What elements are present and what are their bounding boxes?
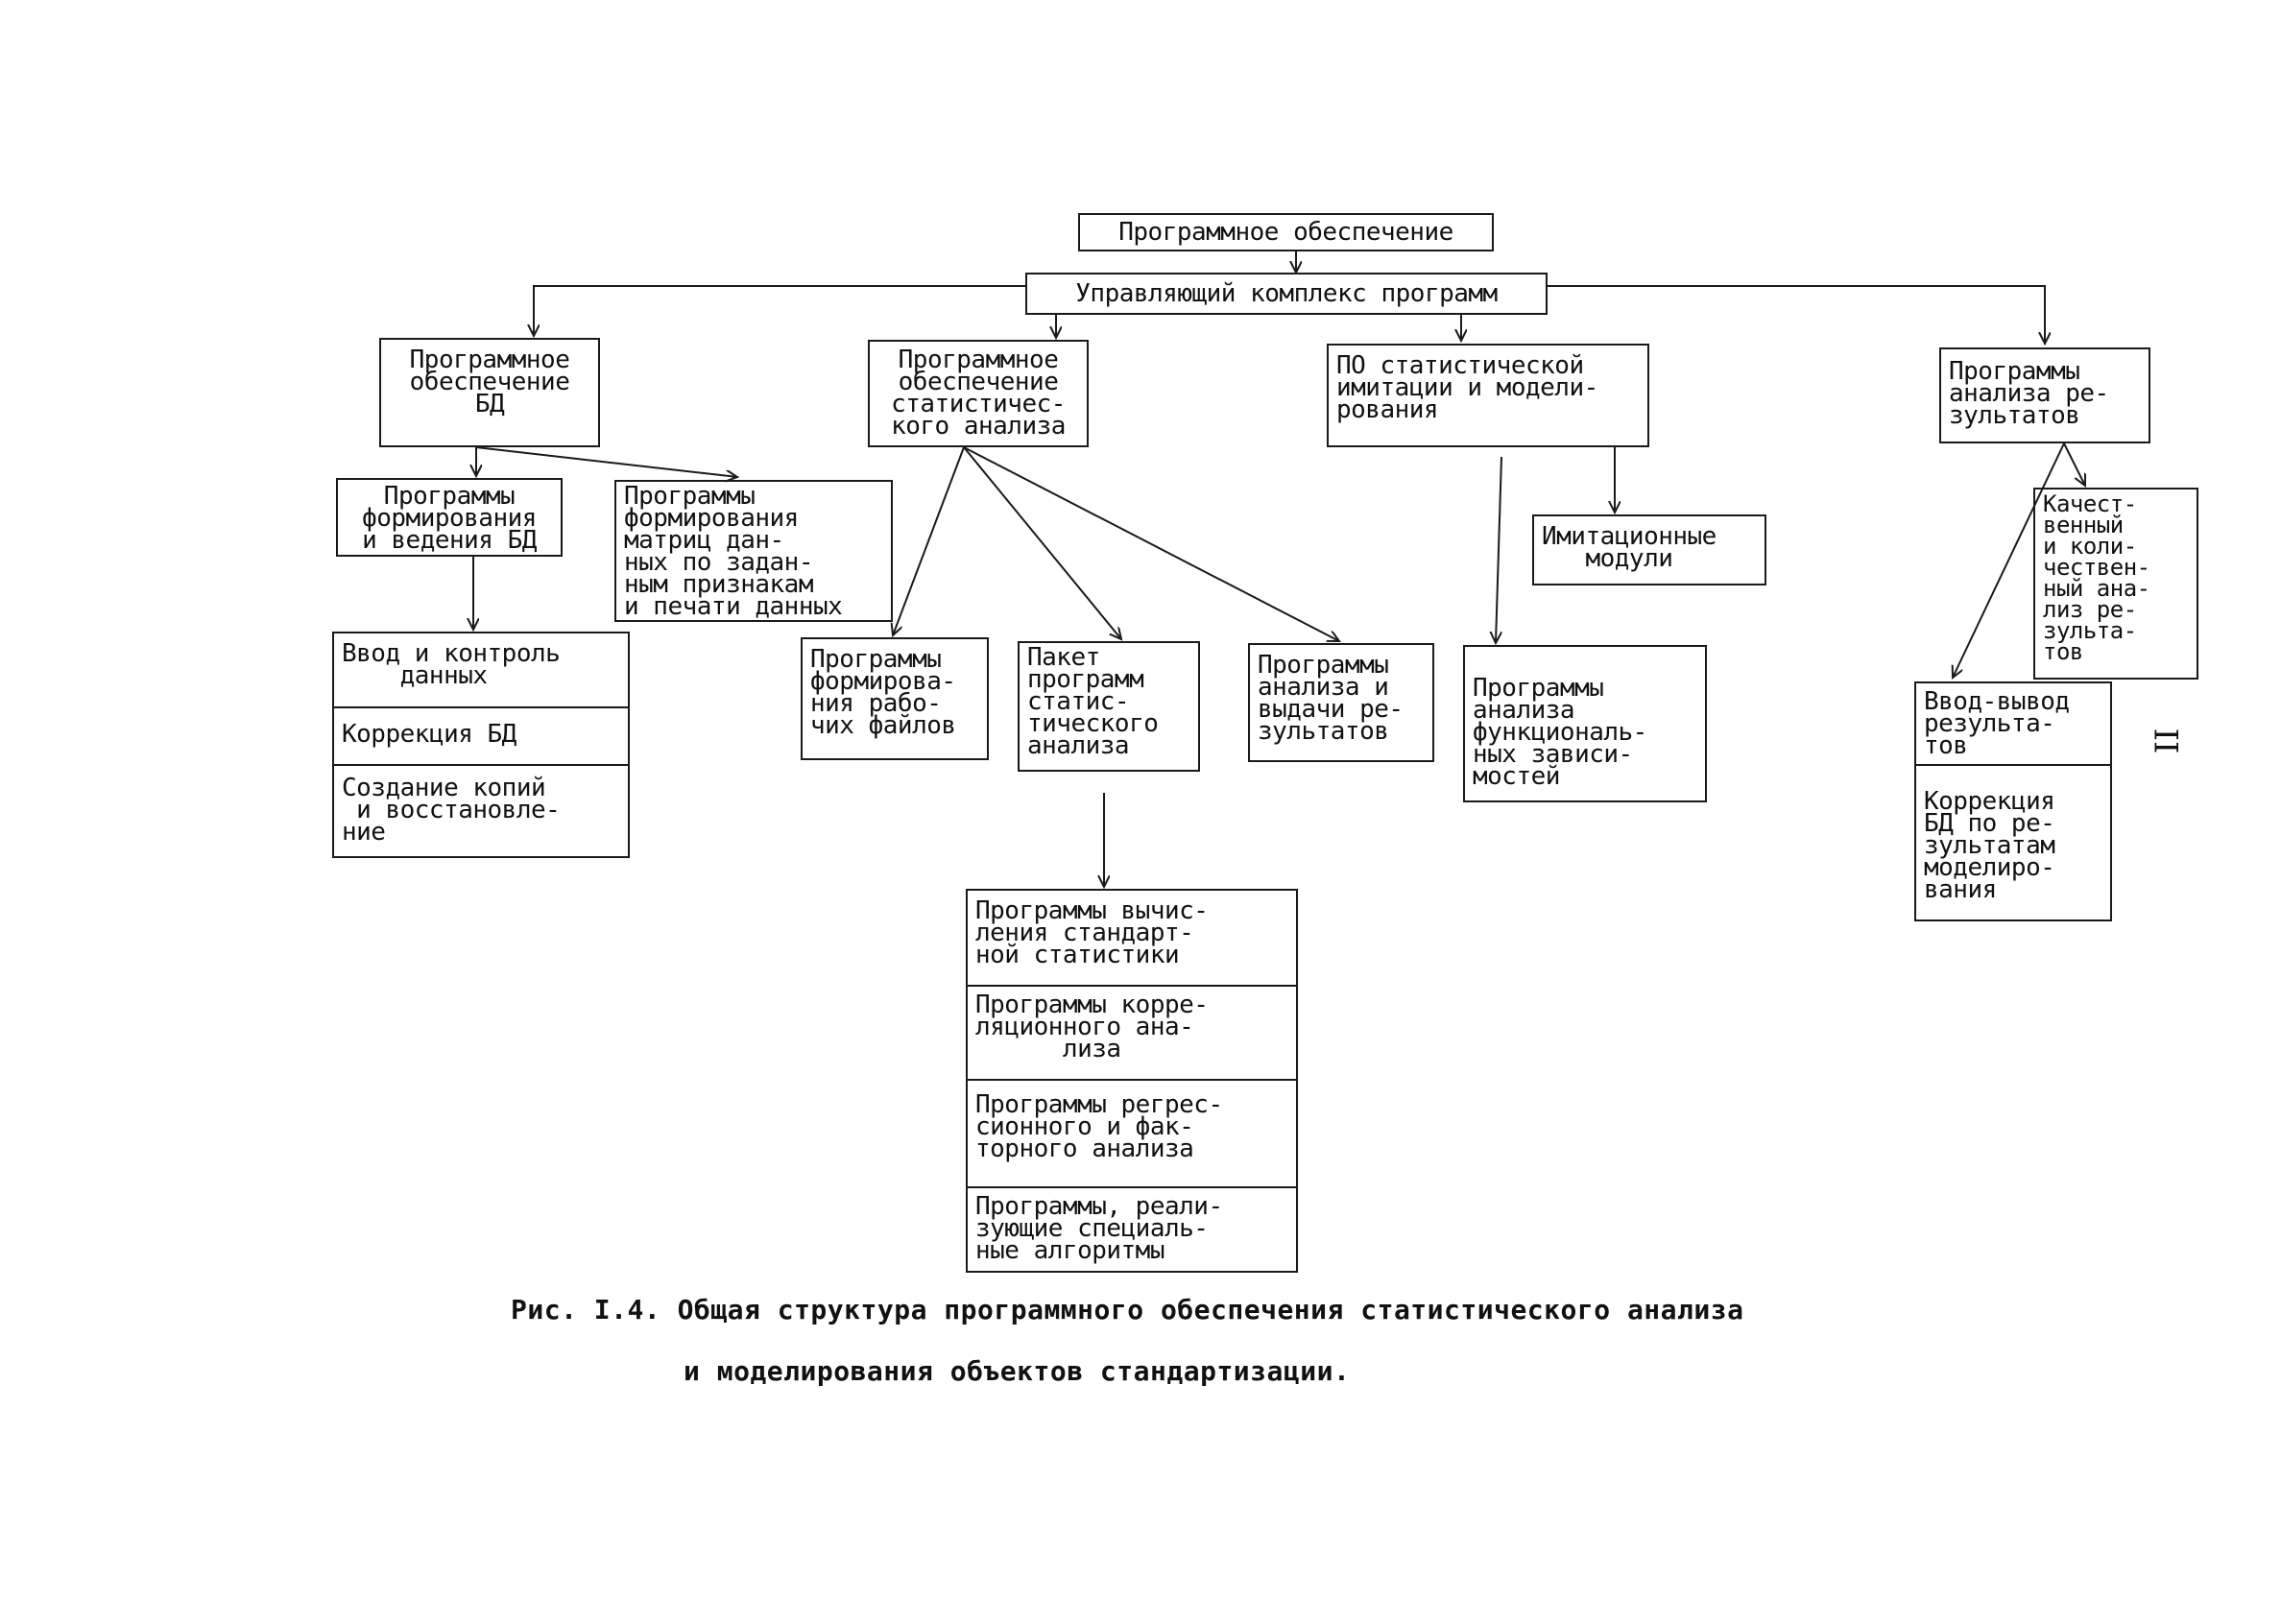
node-special-algorithms: Программы, реали- зующие специаль- ные а…	[975, 1192, 1223, 1265]
edge-results-qual	[2063, 442, 2085, 486]
stack-stat-programs: Программы вычис- ления стандарт- ной ста…	[966, 889, 1298, 1273]
figure-caption-line-2: и моделирования объектов стандартизации.	[684, 1355, 1351, 1387]
node-db-forming: Программы формирования и ведения БД	[336, 478, 563, 557]
node-db-correction: Коррекция БД	[334, 708, 628, 766]
edge-control-results	[1548, 285, 2045, 344]
node-output-analysis: Программы анализа и выдачи ре- зультатов	[1248, 643, 1434, 762]
node-matrix-forming: Программы формирования матриц дан- ных п…	[614, 480, 893, 622]
edge-stat-package	[963, 446, 1121, 639]
node-regression-factor: Программы регрес- сионного и фак- торног…	[968, 1081, 1296, 1188]
node-control-complex: Управляющий комплекс программ	[1025, 273, 1548, 315]
node-db-result-correction: Коррекция БД по ре- зультатам моделиро- …	[1924, 787, 2055, 904]
edge-results-resultops	[1953, 442, 2065, 678]
node-work-files: Программы формирова- ния рабо- чих файло…	[801, 637, 989, 760]
edge-control-db	[534, 285, 1025, 336]
edge-stat-output	[963, 446, 1339, 641]
edge-stat-workfiles	[893, 446, 965, 635]
node-qual-quant-analysis: Качест- венный и коли- чествен- ный ана-…	[2033, 488, 2198, 680]
node-backup-restore: Создание копий и восстановле- ние	[342, 774, 561, 847]
node-results-analysis: Программы анализа ре- зультатов	[1939, 347, 2150, 443]
page-number: II	[2146, 728, 2185, 754]
edge-db-matrix	[475, 446, 737, 477]
node-result-io: Ввод-вывод результа- тов	[1916, 683, 2110, 766]
edge-sim-functional	[1496, 456, 1502, 643]
node-input-control: Ввод и контроль данных	[334, 633, 628, 708]
node-simulation-software: ПО статистической имитации и модели- ров…	[1327, 344, 1649, 447]
node-root: Программное обеспечение	[1078, 213, 1494, 251]
node-stat-package: Пакет программ статис- тического анализа	[1018, 641, 1200, 772]
node-standard-statistics: Программы вычис- ления стандарт- ной ста…	[968, 891, 1296, 987]
node-simulation-modules: Имитационные модули	[1532, 514, 1766, 585]
node-db-software: Программное обеспечение БД	[379, 338, 600, 447]
node-stat-software: Программное обеспечение статистичес- ког…	[868, 340, 1089, 447]
node-functional-dependencies: Программы анализа функциональ- ных завис…	[1463, 645, 1707, 802]
stack-result-operations: Ввод-вывод результа- тов Коррекция БД по…	[1914, 681, 2112, 921]
node-correlation-analysis: Программы корре- ляционного ана- лиза	[968, 987, 1296, 1081]
figure-caption-line-1: Рис. I.4. Общая структура программного о…	[511, 1294, 1744, 1325]
stack-db-operations: Ввод и контроль данных Коррекция БД Созд…	[332, 632, 630, 858]
